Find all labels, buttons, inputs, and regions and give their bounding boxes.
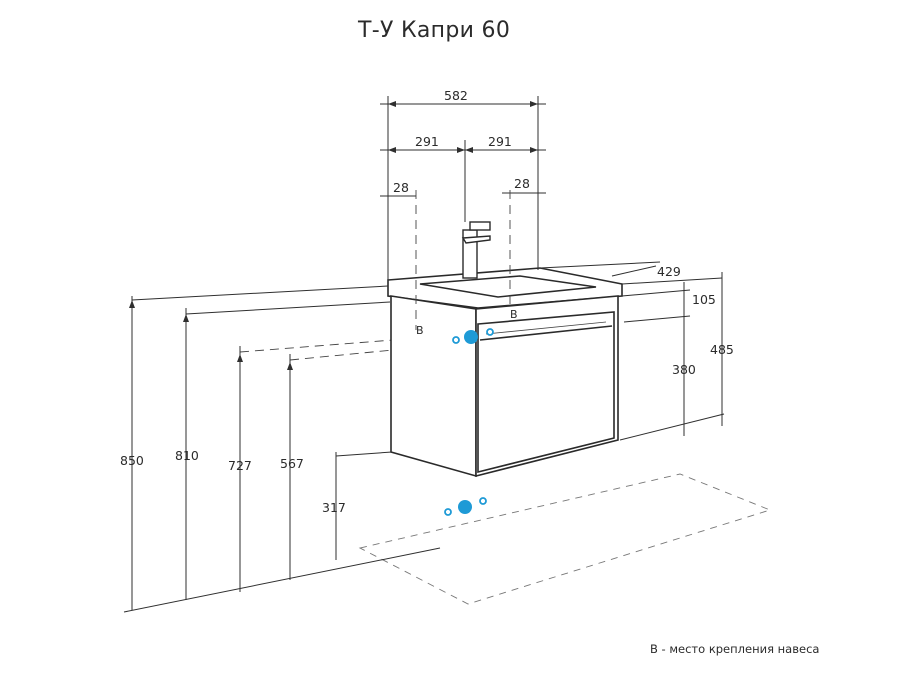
dim-edges <box>380 190 546 330</box>
label-floor-to-mount: 727 <box>228 458 252 473</box>
label-floor-to-bottom: 317 <box>322 500 346 515</box>
dim-depth <box>539 261 723 285</box>
diagram-title: Т-У Капри 60 <box>358 18 511 43</box>
marker-left: В <box>416 324 424 337</box>
legend-note: В - место крепления навеса <box>650 642 820 656</box>
label-floor-to-cabinet-top: 810 <box>175 448 199 463</box>
label-edge-left: 28 <box>393 180 409 195</box>
label-half-right: 291 <box>488 134 512 149</box>
connection-points <box>444 328 494 516</box>
label-width-total: 582 <box>444 88 468 103</box>
label-total-height: 485 <box>710 342 734 357</box>
dim-halves <box>380 140 546 222</box>
faucet-icon <box>461 221 491 279</box>
label-sink-height: 105 <box>692 292 716 307</box>
label-floor-to-top: 850 <box>120 453 144 468</box>
dim-right-heights <box>619 272 725 441</box>
label-half-left: 291 <box>415 134 439 149</box>
cabinet <box>387 267 623 478</box>
dim-width-total <box>380 96 546 282</box>
floor-outline <box>358 473 772 605</box>
label-cabinet-height: 380 <box>672 362 696 377</box>
dim-left-heights <box>123 285 441 613</box>
label-floor-to-drain: 567 <box>280 456 304 471</box>
label-depth: 429 <box>657 264 681 279</box>
marker-right: В <box>510 308 518 321</box>
label-edge-right: 28 <box>514 176 530 191</box>
